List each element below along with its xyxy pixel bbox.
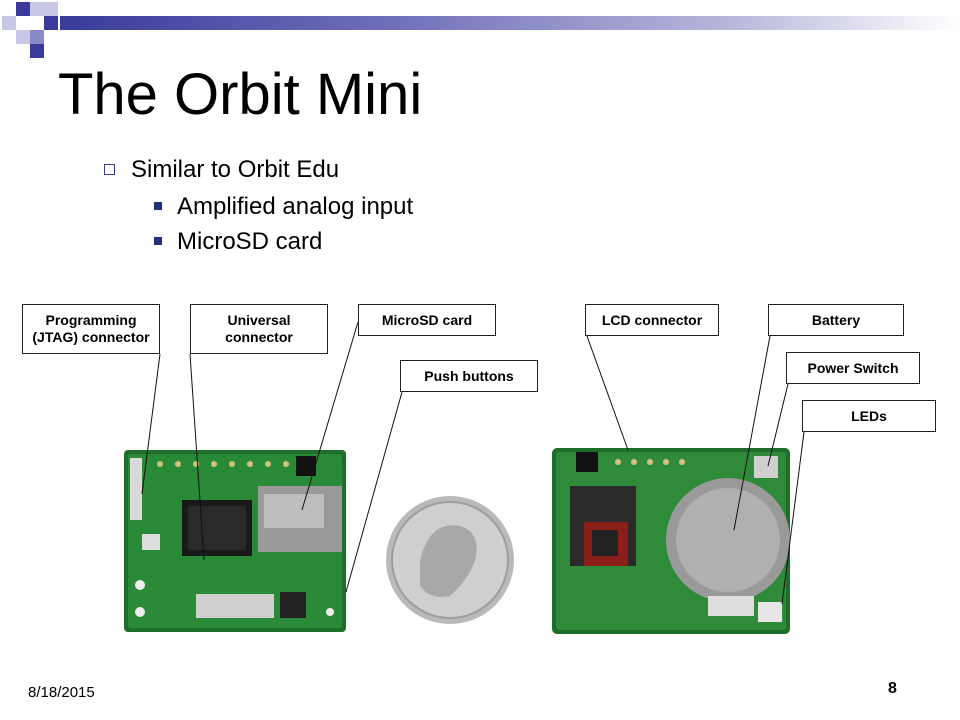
bullet-level2: MicroSD card bbox=[154, 228, 322, 256]
callout-text: connector bbox=[225, 329, 293, 345]
decor-square bbox=[44, 16, 58, 30]
decor-square bbox=[30, 44, 44, 58]
leader-line-leds bbox=[781, 431, 805, 605]
header-band bbox=[0, 0, 960, 60]
leader-line-push-buttons bbox=[345, 391, 403, 593]
bullet-text: Amplified analog input bbox=[177, 193, 414, 220]
footer-date: 8/18/2015 bbox=[28, 684, 95, 701]
page-number: 8 bbox=[888, 680, 897, 697]
quarter-coin-image bbox=[386, 496, 514, 624]
callout-power-switch: Power Switch bbox=[786, 352, 920, 384]
callout-microsd-card: MicroSD card bbox=[358, 304, 496, 336]
callout-text: (JTAG) connector bbox=[32, 329, 150, 345]
leader-lines bbox=[141, 321, 805, 605]
leader-line-universal bbox=[189, 353, 205, 561]
bullet-text: Similar to Orbit Edu bbox=[131, 156, 340, 183]
bullet-level2: Amplified analog input bbox=[154, 193, 413, 221]
callout-push-buttons: Push buttons bbox=[400, 360, 538, 392]
header-gradient-bar bbox=[60, 16, 960, 30]
bullet-level1: Similar to Orbit Edu bbox=[104, 156, 339, 184]
orbit-mini-back-board-image bbox=[552, 448, 790, 634]
leader-line-power-switch bbox=[767, 383, 789, 467]
callout-lcd-connector: LCD connector bbox=[585, 304, 719, 336]
callout-jtag-connector: Programming (JTAG) connector bbox=[22, 304, 160, 354]
leader-line-lcd bbox=[586, 335, 629, 451]
callout-text: Universal bbox=[227, 312, 291, 329]
callout-text: Programming bbox=[45, 312, 137, 329]
decor-square bbox=[30, 30, 44, 44]
callout-leds: LEDs bbox=[802, 400, 936, 432]
decor-square bbox=[16, 2, 30, 16]
bullet-text: MicroSD card bbox=[177, 228, 323, 255]
leader-line-battery bbox=[733, 335, 771, 531]
slide-title: The Orbit Mini bbox=[58, 62, 423, 127]
orbit-mini-front-board-image bbox=[124, 450, 346, 632]
leader-line-microsd bbox=[301, 321, 359, 511]
hollow-square-bullet-icon bbox=[104, 164, 115, 175]
decor-square bbox=[44, 2, 58, 16]
callout-universal-connector: Universal connector bbox=[190, 304, 328, 354]
filled-square-bullet-icon bbox=[154, 237, 162, 245]
decor-square bbox=[16, 30, 30, 44]
leader-line-jtag bbox=[141, 353, 161, 495]
callout-battery: Battery bbox=[768, 304, 904, 336]
decor-square bbox=[2, 16, 16, 30]
filled-square-bullet-icon bbox=[154, 202, 162, 210]
decor-square bbox=[30, 2, 44, 16]
